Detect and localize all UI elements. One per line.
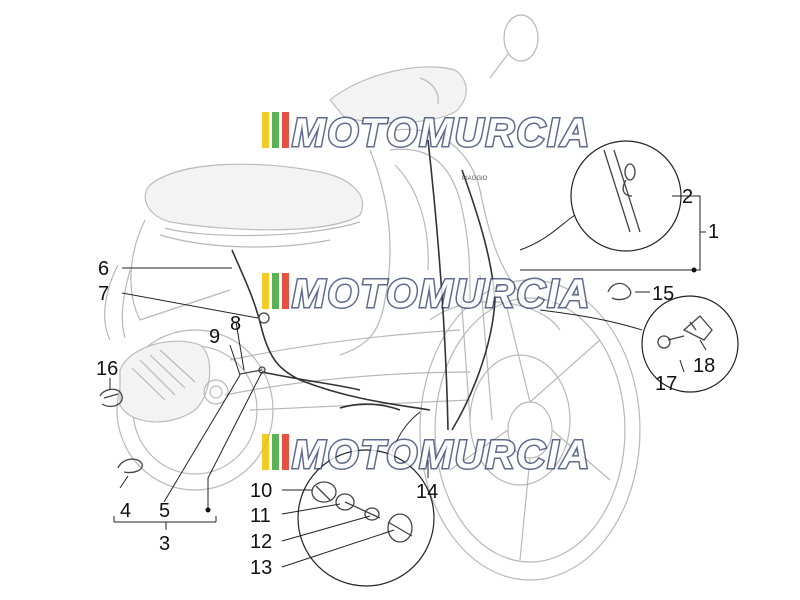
detail-circle-3 (297, 411, 435, 587)
callout-3: 3 (159, 533, 170, 555)
callout-6: 6 (98, 258, 109, 280)
watermark-top: MOTOMURCIA (262, 110, 591, 157)
brake-cables (231, 139, 496, 431)
callout-18: 18 (693, 355, 715, 377)
callout-labels: 1 2 3 4 5 6 7 8 9 10 11 12 13 14 15 16 1… (96, 186, 719, 579)
callout-2: 2 (682, 186, 693, 208)
watermark-text: MOTOMURCIA (292, 433, 591, 477)
callout-17: 17 (655, 373, 677, 395)
callout-15: 15 (652, 283, 674, 305)
callout-8: 8 (230, 313, 241, 335)
watermark-text: MOTOMURCIA (292, 272, 591, 316)
callout-16: 16 (96, 358, 118, 380)
muffler (119, 340, 229, 423)
detail-circle-1 (519, 140, 682, 252)
watermark-bottom: MOTOMURCIA (262, 432, 591, 479)
watermark-text: MOTOMURCIA (292, 111, 591, 155)
detail-circle-2 (539, 295, 739, 393)
callout-13: 13 (250, 557, 272, 579)
callout-10: 10 (250, 480, 272, 502)
clip-16-part (99, 388, 123, 408)
watermark-middle: MOTOMURCIA (262, 271, 591, 318)
callout-5: 5 (159, 500, 170, 522)
clip-4-part (117, 458, 143, 474)
callout-9: 9 (209, 326, 220, 348)
leader-lines (109, 195, 707, 568)
front-wheel (419, 279, 641, 581)
callout-1: 1 (708, 221, 719, 243)
scooter-outline (104, 14, 561, 421)
callout-14: 14 (416, 481, 438, 503)
callout-4: 4 (120, 500, 131, 522)
cable-end-parts (239, 312, 270, 375)
callout-12: 12 (250, 531, 272, 553)
brand-decal: PIAGGIO (462, 176, 488, 182)
callout-7: 7 (98, 283, 109, 305)
callout-11: 11 (250, 505, 271, 527)
clip-15-part (607, 282, 632, 301)
